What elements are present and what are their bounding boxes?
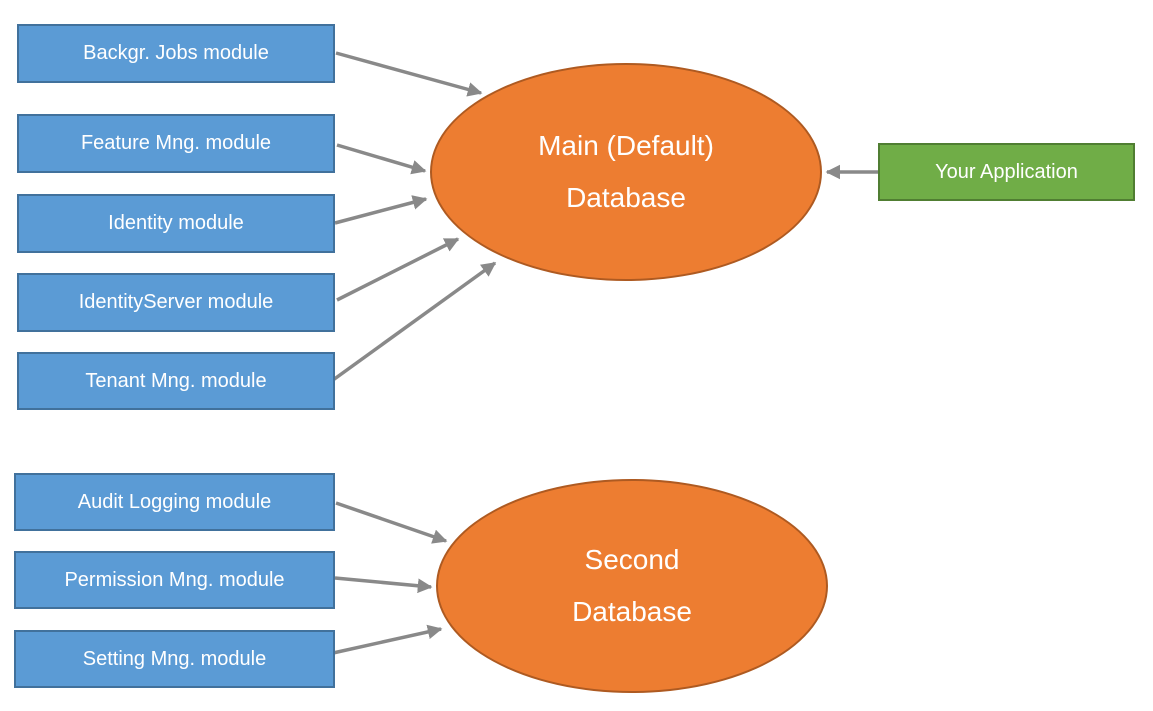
node-label: Permission Mng. module bbox=[64, 568, 285, 591]
node-your-application: Your Application bbox=[878, 143, 1135, 201]
node-identity-server-module: IdentityServer module bbox=[17, 273, 335, 332]
node-second-database: Second Database bbox=[436, 479, 828, 693]
node-main-database: Main (Default) Database bbox=[430, 63, 822, 281]
node-label: Tenant Mng. module bbox=[85, 369, 267, 392]
arrow-feature-mng-to-main-db bbox=[336, 143, 427, 175]
node-label-line1: Second bbox=[584, 544, 680, 575]
arrow-backgr-jobs-to-main-db bbox=[335, 51, 483, 97]
arrow-identity-to-main-db bbox=[334, 195, 428, 225]
node-backgr-jobs-module: Backgr. Jobs module bbox=[17, 24, 335, 83]
node-label: IdentityServer module bbox=[78, 291, 274, 313]
arrow-audit-logging-to-second-db bbox=[335, 501, 448, 544]
node-audit-logging-module: Audit Logging module bbox=[14, 473, 335, 531]
node-label: Your Application bbox=[935, 160, 1078, 183]
node-label-line2: Database bbox=[566, 182, 686, 213]
node-tenant-mng-module: Tenant Mng. module bbox=[17, 352, 335, 410]
node-setting-mng-module: Setting Mng. module bbox=[14, 630, 335, 688]
arrow-setting-mng-to-second-db bbox=[332, 624, 443, 655]
arrow-tenant-mng-to-main-db bbox=[331, 261, 497, 382]
arrow-identity-server-to-main-db bbox=[336, 237, 460, 302]
node-label-line1: Main (Default) bbox=[538, 130, 714, 161]
node-permission-mng-module: Permission Mng. module bbox=[14, 551, 335, 609]
node-identity-module: Identity module bbox=[17, 194, 335, 253]
node-feature-mng-module: Feature Mng. module bbox=[17, 114, 335, 173]
node-label: Backgr. Jobs module bbox=[83, 42, 269, 64]
node-label: Audit Logging module bbox=[77, 490, 272, 513]
arrow-permission-mng-to-second-db bbox=[334, 576, 433, 594]
node-label: Identity module bbox=[108, 212, 244, 234]
node-label: Setting Mng. module bbox=[82, 647, 267, 670]
node-label: Feature Mng. module bbox=[80, 132, 272, 154]
node-label-line2: Database bbox=[572, 596, 692, 627]
